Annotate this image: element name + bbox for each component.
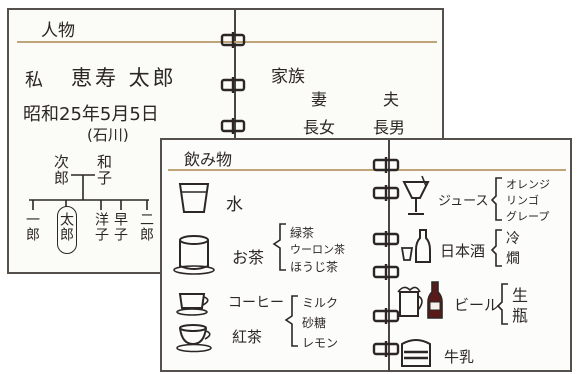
coffee-label: コーヒー [228, 295, 284, 311]
coffee-cup-icon [176, 293, 209, 316]
family-husband: 夫 [383, 90, 400, 109]
water-label: 水 [226, 195, 243, 215]
family-tree-lines [29, 174, 149, 210]
tree-mother: 和子 [95, 154, 113, 186]
front-page-header-rule [168, 169, 566, 171]
tea-label: お茶 [232, 248, 265, 267]
beer-label: ビール [454, 296, 500, 314]
tree-father: 次郎 [52, 154, 70, 186]
juice-glass-icon [402, 175, 430, 215]
tree-child-1: 一郎 [24, 212, 40, 242]
birth-date: 昭和25年5月5日 [23, 104, 159, 125]
black-tea-option-3: レモン [302, 336, 339, 350]
tea-option-2: ウーロン茶 [290, 243, 345, 256]
option-brackets [272, 177, 508, 347]
milk-carton-icon [401, 339, 431, 367]
juice-option-1: オレンジ [506, 178, 550, 191]
black-tea-option-1: ミルク [302, 296, 339, 310]
back-page-header: 人物 [41, 21, 75, 41]
black-tea-option-2: 砂糖 [302, 316, 327, 330]
sake-option-1: 冷 [506, 231, 520, 247]
beer-option-1: 生 [512, 286, 529, 305]
black-tea-label: 紅茶 [232, 328, 263, 346]
self-highlight-oval [57, 206, 77, 254]
black-tea-cup-icon [176, 324, 212, 353]
tree-child-4: 早子 [112, 212, 128, 242]
family-wife: 妻 [311, 90, 328, 109]
front-page-spine [388, 140, 390, 372]
front-page-header: 飲み物 [184, 150, 233, 169]
self-label: 私 [25, 70, 43, 91]
tree-child-5: 二郎 [138, 212, 154, 242]
tree-child-3: 洋子 [93, 212, 109, 242]
tea-option-1: 緑茶 [290, 226, 315, 240]
zodiac-sign: (石川) [87, 126, 129, 144]
juice-option-3: グレープ [506, 210, 550, 223]
tea-cup-icon [173, 235, 215, 275]
milk-label: 牛乳 [444, 348, 475, 366]
water-glass-icon [178, 183, 210, 213]
tea-option-3: ほうじ茶 [290, 260, 339, 274]
front-notebook-page: 飲み物 水 お茶 緑茶 ウーロン茶 ほうじ茶 コーヒー 紅茶 ミルク 砂糖 レモ… [160, 138, 572, 372]
tree-child-2: 太郎 [58, 212, 74, 242]
beer-option-2: 瓶 [512, 306, 529, 325]
juice-option-2: リンゴ [506, 194, 539, 207]
beer-icon [397, 281, 443, 319]
sake-option-2: 燗 [506, 251, 520, 267]
back-page-header-rule [17, 41, 437, 43]
family-label: 家族 [271, 67, 305, 87]
juice-label: ジュース [438, 194, 489, 209]
sake-bottle-icon [400, 229, 431, 263]
sake-label: 日本酒 [440, 242, 486, 260]
family-son: 長男 [373, 118, 406, 137]
family-daughter: 長女 [303, 118, 336, 137]
self-name: 恵寿 太郎 [71, 66, 177, 90]
